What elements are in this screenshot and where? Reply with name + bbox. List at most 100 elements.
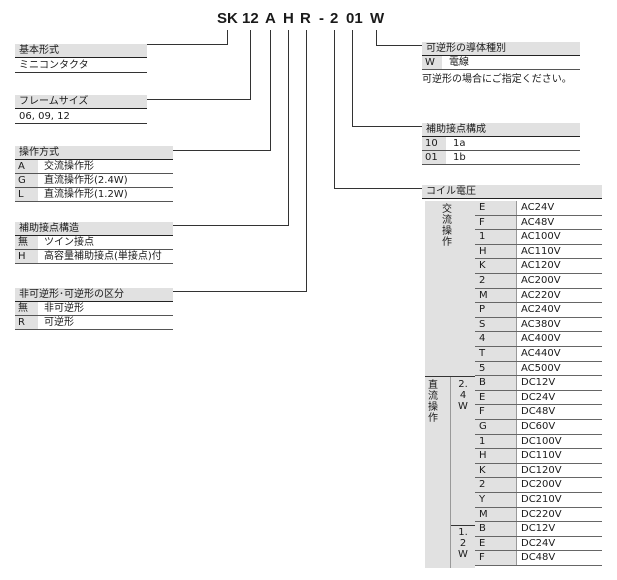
- wire-type-note: 可逆形の場合にご指定ください。: [422, 74, 572, 85]
- coil-voltage-key: F: [475, 405, 517, 419]
- basic-type-value: ミニコンタクタ: [19, 60, 89, 71]
- frame-divider: [15, 123, 147, 124]
- coil-voltage-row: B DC12V: [475, 522, 602, 537]
- code-size: 12: [242, 10, 259, 27]
- coil-voltage-row: Y DC210V: [475, 493, 602, 508]
- coil-voltage-value: DC220V: [521, 508, 562, 520]
- coil-dc24-label-text: 2.4W: [458, 379, 468, 412]
- aux-structure-title: 補助接点構造: [15, 222, 173, 236]
- aux-config-title: 補助接点構成: [422, 123, 580, 137]
- code-aux-config: 01: [346, 10, 363, 27]
- code-dash: -: [319, 10, 324, 27]
- coil-voltage-value: DC120V: [521, 464, 562, 476]
- coil-voltage-value: DC110V: [521, 450, 562, 462]
- coil-voltage-value: AC200V: [521, 275, 561, 286]
- aux-structure-row: H 高容量補助接点(単接点)付: [15, 250, 173, 264]
- leader-coil-h: [334, 188, 422, 189]
- coil-dc-sub-divider: [450, 377, 451, 568]
- coil-voltage-key: M: [475, 507, 517, 522]
- leader-aux: [288, 30, 289, 225]
- coil-voltage-key: 1: [475, 230, 517, 244]
- coil-voltage-row: S AC380V: [475, 317, 602, 333]
- coil-dc-sub-group-divider: [451, 525, 475, 526]
- coil-dc-label: 直流操作: [426, 380, 440, 424]
- frame-size-value: 06, 09, 12: [19, 111, 70, 122]
- wire-type-key: W: [422, 56, 442, 69]
- coil-voltage-value: DC24V: [521, 391, 556, 403]
- coil-dc24-label: 2.4W: [451, 379, 475, 412]
- coil-ac-label-text: 交流操作: [442, 204, 452, 248]
- coil-voltage-key: 4: [475, 332, 517, 346]
- coil-voltage-row: G DC60V: [475, 420, 602, 435]
- coil-voltage-key: B: [475, 522, 517, 536]
- code-operation: A: [265, 10, 276, 27]
- coil-voltage-key: 2: [475, 478, 517, 492]
- coil-voltage-value: AC48V: [521, 216, 555, 228]
- coil-voltage-key: M: [475, 288, 517, 303]
- coil-voltage-value: AC120V: [521, 260, 561, 272]
- coil-voltage-value: DC200V: [521, 479, 562, 491]
- coil-voltage-row: 5 AC500V: [475, 361, 602, 377]
- coil-voltage-key: G: [475, 420, 517, 434]
- coil-voltage-value: AC380V: [521, 318, 561, 330]
- leader-size: [250, 30, 251, 99]
- coil-voltage-key: K: [475, 259, 517, 273]
- aux-structure-row: 無 ツイン接点: [15, 236, 173, 250]
- code-coil: 2: [330, 10, 339, 27]
- coil-dc-label-text: 直流操作: [428, 380, 438, 424]
- coil-voltage-value: DC100V: [521, 435, 562, 447]
- reversible-row: R 可逆形: [15, 316, 173, 330]
- coil-voltage-row: E DC24V: [475, 390, 602, 406]
- coil-voltage-value: DC60V: [521, 421, 556, 432]
- coil-voltage-key: E: [475, 390, 517, 405]
- operation-value: 交流操作形: [44, 161, 94, 172]
- coil-voltage-key: K: [475, 463, 517, 478]
- leader-rev-h: [173, 291, 307, 292]
- wire-type-title: 可逆形の導体種別: [422, 42, 580, 56]
- operation-key: G: [15, 174, 38, 187]
- leader-size-h: [147, 99, 251, 100]
- coil-voltage-value: AC400V: [521, 333, 561, 345]
- coil-voltage-key: B: [475, 376, 517, 390]
- coil-voltage-key: 5: [475, 361, 517, 376]
- leader-auxcfg-h: [352, 126, 422, 127]
- aux-config-row: 10 1a: [422, 137, 580, 151]
- coil-voltage-value: DC24V: [521, 537, 556, 549]
- coil-voltage-value: DC210V: [521, 494, 562, 505]
- coil-voltage-row: 4 AC400V: [475, 332, 602, 347]
- reversible-key: R: [15, 316, 38, 329]
- basic-type-title: 基本形式: [15, 44, 147, 58]
- aux-structure-value: ツイン接点: [44, 237, 94, 248]
- aux-structure-value: 高容量補助接点(単接点)付: [44, 251, 162, 262]
- operation-row: G 直流操作形(2.4W): [15, 174, 173, 188]
- operation-value: 直流操作形(2.4W): [44, 175, 128, 186]
- aux-structure-key: 無: [15, 236, 38, 249]
- operation-title: 操作方式: [15, 146, 173, 160]
- leader-op-h: [173, 150, 271, 151]
- coil-voltage-value: DC12V: [521, 377, 556, 389]
- aux-config-value: 1b: [453, 152, 466, 163]
- aux-structure-key: H: [15, 250, 38, 263]
- coil-voltage-value: AC500V: [521, 362, 561, 374]
- coil-voltage-key: S: [475, 317, 517, 332]
- code-aux: H: [283, 10, 294, 27]
- reversible-title: 非可逆形･可逆形の区分: [15, 288, 173, 302]
- coil-voltage-key: P: [475, 303, 517, 317]
- coil-voltage-value: AC440V: [521, 348, 561, 359]
- coil-group-divider: [425, 376, 475, 377]
- leader-sk-h: [147, 44, 228, 45]
- operation-key: A: [15, 160, 38, 173]
- reversible-row: 無 非可逆形: [15, 302, 173, 316]
- coil-voltage-key: Y: [475, 493, 517, 507]
- coil-voltage-value: DC12V: [521, 523, 556, 535]
- leader-wire-h: [376, 45, 422, 46]
